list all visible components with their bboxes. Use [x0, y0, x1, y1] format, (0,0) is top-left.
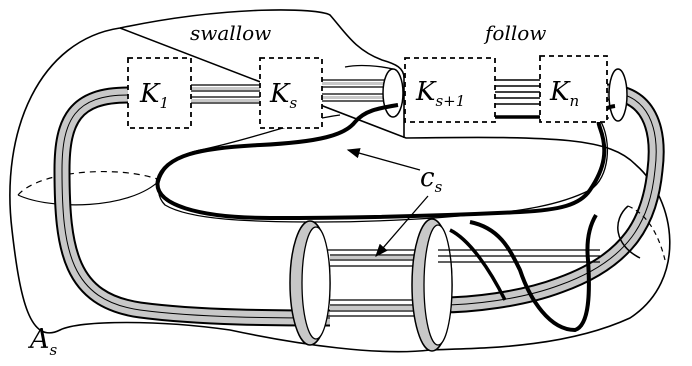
strands-through-middle	[438, 249, 600, 263]
knot-box-k1	[127, 57, 192, 129]
arrow-cs-upper	[346, 148, 421, 171]
label-ks1-sub: s+1	[435, 92, 465, 110]
arrow-cs-lower	[375, 195, 429, 257]
curve-cs	[155, 103, 616, 221]
band-left-loop-inner-line	[61, 94, 331, 319]
label-kn-main: K	[549, 77, 571, 107]
meridian-disk-back	[17, 170, 161, 196]
lower-disk-left-face	[301, 226, 331, 340]
strand-fill-4	[322, 96, 395, 99]
tube-middle-top	[344, 64, 394, 70]
strand-fill-3	[322, 82, 395, 85]
lower-disk-middle-face	[423, 224, 453, 346]
curve-cs-lower-cross	[449, 228, 507, 301]
band-right-loop-inner-line	[439, 91, 657, 306]
label-ks-sub: s	[289, 94, 297, 112]
band-right-loop	[439, 83, 665, 314]
label-k1-sub: 1	[159, 94, 169, 112]
inner-hole-boundary	[157, 114, 609, 223]
strand-fill-1	[191, 87, 260, 90]
label-ks-main: K	[269, 79, 291, 109]
label-ks: Ks	[269, 79, 297, 112]
knot-box-ks1	[404, 57, 496, 123]
strands-ks1-kn	[495, 79, 540, 105]
knot-box-kn	[539, 55, 608, 123]
label-cs-main: c	[420, 163, 435, 193]
strands-k1-ks	[191, 84, 260, 104]
knot-box-ks	[259, 57, 323, 129]
label-kn-sub: n	[569, 92, 579, 110]
label-as-sub: s	[50, 341, 58, 359]
label-as-main: A	[27, 324, 50, 355]
strand-fill-2	[191, 99, 260, 102]
label-ks1-main: K	[415, 77, 437, 107]
band-right-loop-fill	[439, 85, 663, 312]
label-as: As	[27, 324, 58, 359]
label-swallow: swallow	[190, 21, 271, 45]
label-kn: Kn	[549, 77, 579, 110]
lower-tube	[300, 249, 440, 317]
tube-opening-middle	[382, 68, 404, 118]
label-k1-main: K	[139, 79, 161, 109]
label-cs: cs	[420, 163, 443, 196]
outer-torus-boundary	[9, 9, 671, 353]
label-ks1: Ks+1	[415, 77, 465, 110]
label-follow: follow	[483, 21, 546, 45]
right-meridian-solid	[617, 205, 641, 259]
curve-cs-lower-dive	[469, 213, 598, 333]
meridian-disk-front	[17, 179, 161, 206]
tube-opening-right	[608, 68, 628, 122]
label-k1: K1	[139, 79, 169, 112]
label-cs-sub: s	[435, 178, 443, 196]
